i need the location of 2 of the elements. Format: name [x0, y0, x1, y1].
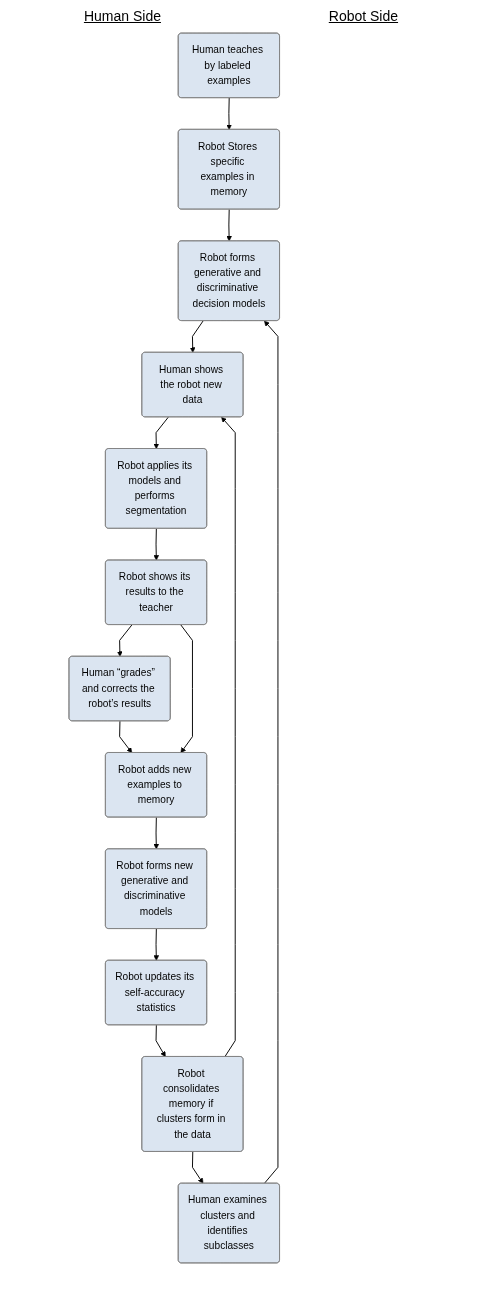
- column-heading: Human Side: [83, 8, 161, 24]
- column-heading: Robot Side: [328, 8, 399, 24]
